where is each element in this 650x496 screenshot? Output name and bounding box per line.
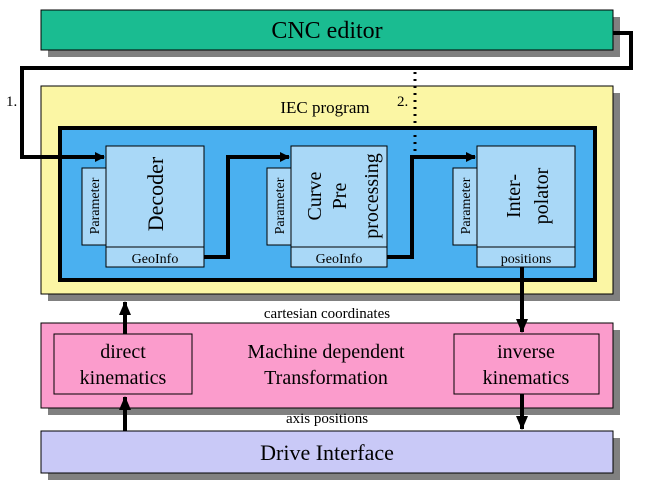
step-1-label: 1. [6, 94, 17, 110]
curve-output-label: GeoInfo [316, 252, 363, 267]
cnc-editor-box[interactable] [40, 9, 614, 51]
curve-parameter-label: Parameter [273, 177, 288, 234]
axis-positions-label: axis positions [286, 411, 368, 427]
iec-program-label: IEC program [280, 98, 369, 117]
inverse-kinematics-line1: inverse [497, 341, 555, 363]
interpolator-label-line2: polator [531, 167, 553, 224]
curve-to-interpolator-arrow [387, 152, 476, 259]
decoder-output-label: GeoInfo [132, 252, 179, 267]
load-path-arrow [20, 31, 633, 162]
direct-kinematics-box[interactable] [53, 333, 193, 395]
decoder-parameter-box[interactable] [81, 167, 107, 246]
step-2-label: 2. [397, 94, 408, 110]
drive-interface-box[interactable] [40, 430, 614, 474]
decoder-parameter-label: Parameter [88, 177, 103, 234]
cnc-editor-label: CNC editor [271, 18, 382, 44]
curve-parameter-box[interactable] [266, 167, 292, 246]
interpolator-output-label: positions [501, 252, 552, 267]
direct-kinematics-line2: kinematics [80, 367, 167, 389]
interpolator-label-line1: Inter- [503, 174, 525, 218]
decoder-label: Decoder [143, 156, 168, 231]
drive-interface-label: Drive Interface [260, 440, 394, 465]
transformation-line1: Machine dependent [247, 341, 405, 363]
transformation-line2: Transformation [264, 367, 388, 389]
interpolator-box[interactable] [476, 145, 576, 268]
curve-label-line1: Curve [304, 171, 326, 220]
direct-kinematics-line1: direct [100, 341, 146, 363]
interpolator-parameter-label: Parameter [459, 177, 474, 234]
inverse-kinematics-line2: kinematics [483, 367, 570, 389]
cartesian-coordinates-label: cartesian coordinates [264, 306, 390, 322]
interpolator-parameter-box[interactable] [452, 167, 478, 246]
curve-label-line2: Pre [329, 183, 351, 210]
inverse-kinematics-box[interactable] [453, 333, 600, 395]
curve-label-line3: processing [361, 153, 383, 239]
decoder-to-curve-arrow [204, 152, 290, 259]
